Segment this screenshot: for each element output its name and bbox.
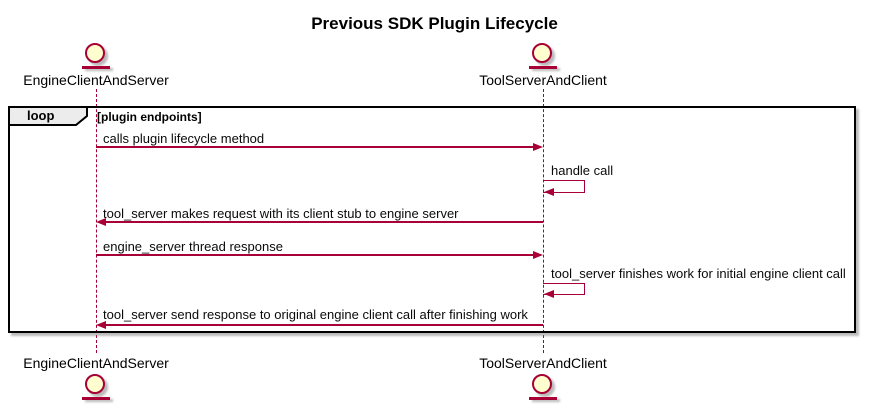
message-label-3: tool_server makes request with its clien… xyxy=(103,206,459,221)
entity-icon xyxy=(85,43,105,63)
self-message-loop-2 xyxy=(543,283,585,295)
entity-underline-icon xyxy=(82,66,110,69)
lifeline-tool xyxy=(543,89,544,353)
loop-operator-label: loop xyxy=(27,108,55,123)
arrowhead-left-icon xyxy=(96,217,106,226)
entity-underline-icon xyxy=(82,397,110,400)
message-line-4 xyxy=(96,254,533,256)
loop-frame xyxy=(8,106,856,333)
message-line-6 xyxy=(105,324,543,326)
entity-icon xyxy=(85,374,105,394)
actor-label-engine-bottom: EngineClientAndServer xyxy=(23,355,169,371)
arrowhead-right-icon xyxy=(533,250,543,259)
loop-guard-label: [plugin endpoints] xyxy=(97,110,202,124)
self-message-loop-1 xyxy=(543,180,585,193)
message-label-6: tool_server send response to original en… xyxy=(103,307,528,322)
arrowhead-left-icon xyxy=(544,290,554,298)
message-line-1 xyxy=(96,146,533,148)
arrowhead-right-icon xyxy=(533,142,543,151)
diagram-title: Previous SDK Plugin Lifecycle xyxy=(311,14,558,33)
loop-operator-pentagon xyxy=(8,106,88,126)
message-label-2: handle call xyxy=(551,163,614,178)
arrowhead-left-icon xyxy=(544,187,554,196)
message-label-4: engine_server thread response xyxy=(103,239,283,254)
actor-label-tool-bottom: ToolServerAndClient xyxy=(479,355,607,371)
arrowhead-left-icon xyxy=(96,320,106,329)
actor-label-engine-top: EngineClientAndServer xyxy=(23,72,169,88)
message-label-1: calls plugin lifecycle method xyxy=(103,131,265,146)
entity-icon xyxy=(532,43,552,63)
entity-icon xyxy=(532,374,552,394)
actor-label-tool-top: ToolServerAndClient xyxy=(479,72,607,88)
entity-underline-icon xyxy=(529,397,557,400)
message-line-3 xyxy=(105,221,543,223)
entity-underline-icon xyxy=(529,66,557,69)
message-label-5: tool_server finishes work for initial en… xyxy=(551,266,846,281)
